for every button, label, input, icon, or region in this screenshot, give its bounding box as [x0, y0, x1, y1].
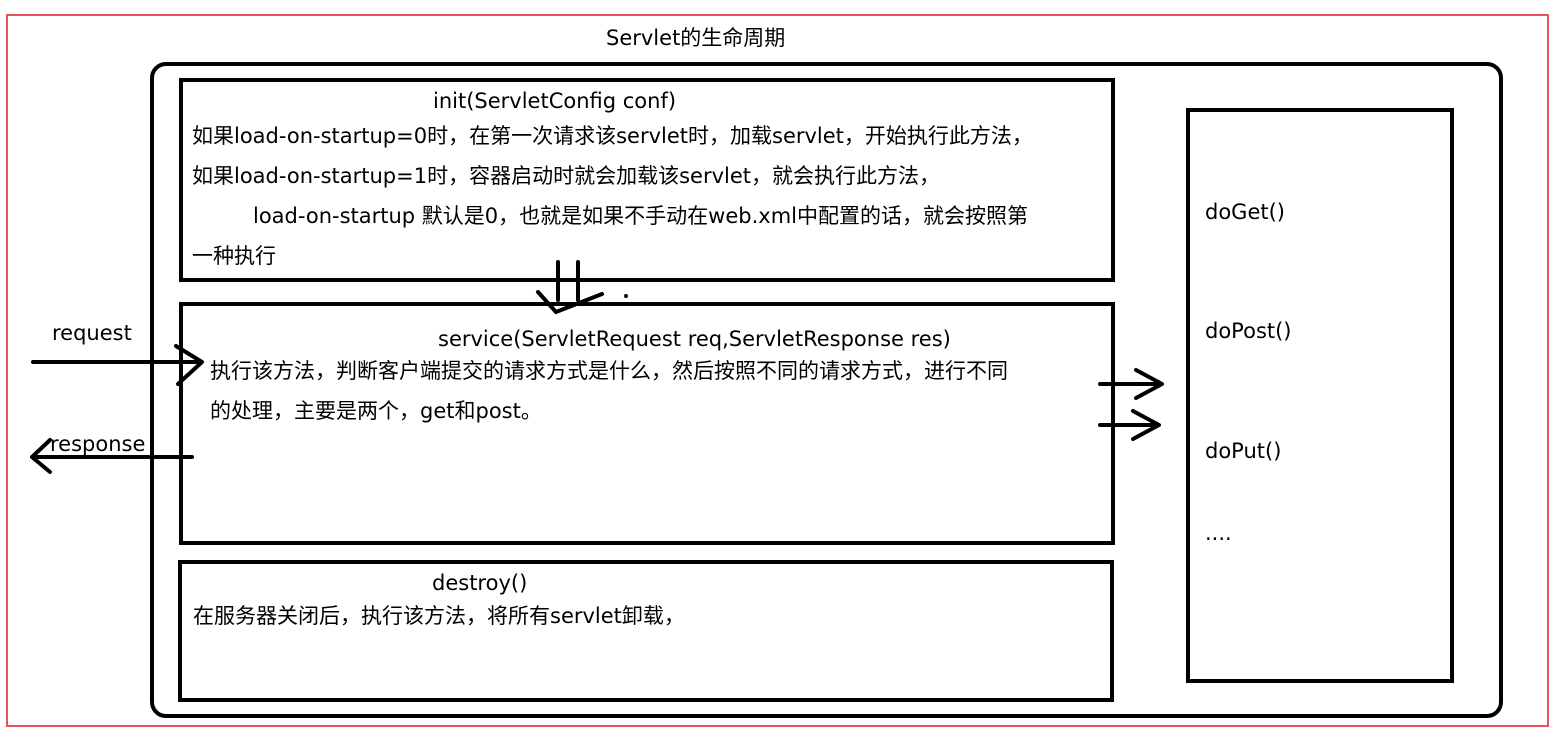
servlet-container-box — [150, 62, 1503, 718]
response-label: response — [50, 432, 146, 456]
service-line-1: 执行该方法，判断客户端提交的请求方式是什么，然后按照不同的请求方式，进行不同 — [210, 359, 1008, 383]
init-to-service-arrow — [536, 260, 604, 314]
service-heading: service(ServletRequest req,ServletRespon… — [438, 327, 951, 351]
outer-frame — [6, 14, 1549, 727]
init-line-1: 如果load-on-startup=0时，在第一次请求该servlet时，加载s… — [192, 124, 1033, 148]
request-arrow — [31, 344, 204, 386]
response-arrow — [30, 438, 194, 474]
method-dopost: doPost() — [1205, 319, 1292, 343]
methods-box — [1186, 108, 1454, 683]
init-line-2: 如果load-on-startup=1时，容器启动时就会加载该servlet，就… — [192, 164, 940, 188]
service-to-methods-arrow-2 — [1098, 409, 1161, 441]
method-doget: doGet() — [1205, 200, 1285, 224]
method-doput: doPut() — [1205, 439, 1282, 463]
destroy-box — [178, 560, 1114, 702]
request-label: request — [52, 321, 132, 345]
diagram-title: Servlet的生命周期 — [606, 26, 786, 50]
init-box — [179, 78, 1115, 282]
service-line-2: 的处理，主要是两个，get和post。 — [210, 399, 542, 423]
init-line-4: 一种执行 — [192, 244, 276, 268]
init-heading: init(ServletConfig conf) — [433, 89, 677, 113]
service-to-methods-arrow-1 — [1098, 368, 1164, 400]
init-line-3: load-on-startup 默认是0，也就是如果不手动在web.xml中配置… — [253, 204, 1028, 228]
destroy-line-1: 在服务器关闭后，执行该方法，将所有servlet卸载， — [193, 604, 685, 628]
stray-dot — [624, 294, 628, 298]
destroy-heading: destroy() — [432, 571, 528, 595]
method-more: .... — [1205, 521, 1232, 545]
